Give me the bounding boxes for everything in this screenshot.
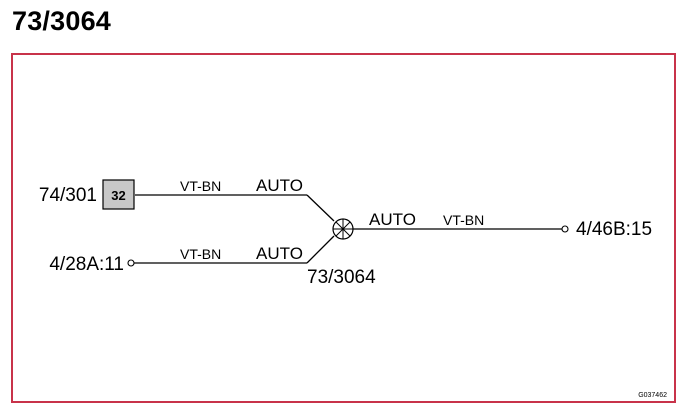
wire-bottom-diagonal	[306, 235, 335, 264]
wire-circuit-top: AUTO	[256, 176, 303, 195]
wire-color-right: VT-BN	[443, 212, 484, 228]
splice-icon	[332, 218, 354, 240]
connector-label-right: 4/46B:15	[576, 219, 652, 240]
page-title: 73/3064	[12, 6, 111, 36]
connector-pin-number: 32	[111, 188, 125, 203]
connector-label-left-bottom: 4/28A:11	[49, 254, 124, 275]
connector-box	[102, 179, 135, 210]
wire-circuit-bottom: AUTO	[256, 244, 303, 263]
wire-top-diagonal	[306, 194, 335, 222]
splice-label: 73/3064	[307, 267, 376, 288]
terminal-left-icon	[127, 259, 135, 267]
terminal-right-icon	[561, 225, 569, 233]
connector-label-left-top: 74/301	[39, 185, 97, 206]
wire-color-top: VT-BN	[180, 178, 221, 194]
wire-color-bottom: VT-BN	[180, 246, 221, 262]
wire-circuit-right: AUTO	[369, 210, 416, 229]
figure-id: G037462	[638, 392, 667, 399]
diagram-frame	[11, 53, 676, 403]
